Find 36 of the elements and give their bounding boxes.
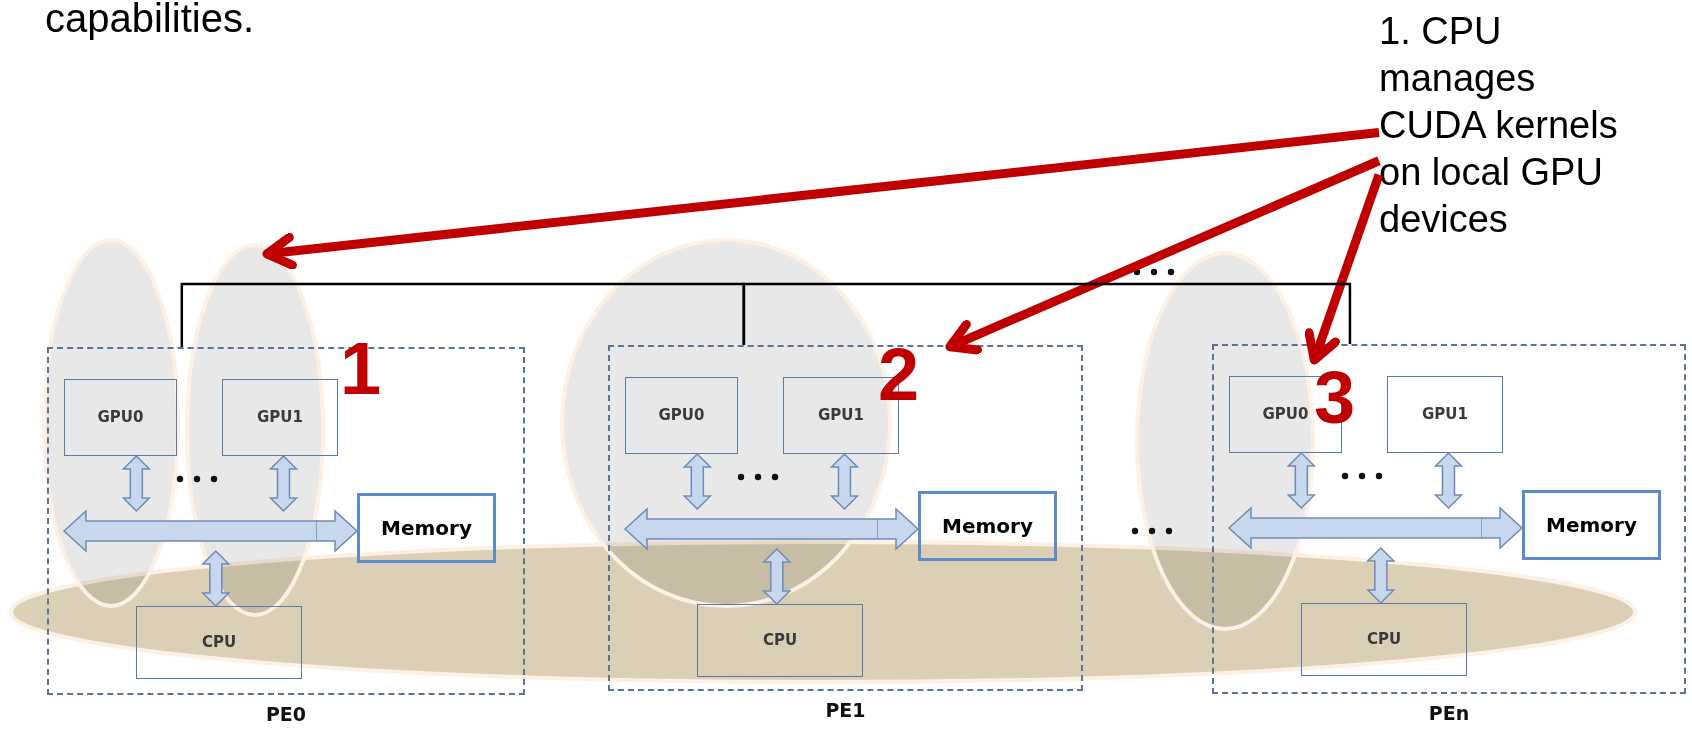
connector-line: [180, 282, 746, 347]
body-text: capabilities.: [45, 0, 254, 40]
connector-line: [945, 156, 1381, 355]
annotation-text: 1. CPU manages CUDA kernels on local GPU devices: [1379, 9, 1619, 242]
cpu-box: CPU: [136, 606, 302, 679]
arrowhead: [316, 509, 359, 553]
callout-number: 1: [340, 332, 382, 406]
double-arrow: [268, 454, 299, 513]
double-arrow: [1366, 546, 1396, 605]
double-arrow: [762, 547, 792, 606]
double-arrow: [829, 452, 860, 511]
cpu-box: CPU: [1301, 603, 1467, 676]
connector-line: [262, 128, 1380, 270]
gpu-box: GPU1: [222, 379, 338, 456]
arrowhead: [877, 507, 920, 551]
memory-box: Memory: [1522, 490, 1661, 560]
double-arrow: [121, 454, 152, 513]
double-arrow: [201, 549, 231, 608]
gpu-box: GPU0: [64, 379, 177, 456]
arrowhead: [1481, 506, 1524, 550]
gpu-box: GPU1: [1387, 376, 1503, 453]
pe-label: PEn: [1428, 704, 1470, 723]
pe-label: PE1: [825, 701, 866, 720]
memory-box: Memory: [357, 493, 496, 563]
gpu-box: GPU0: [625, 377, 738, 454]
pe-label: PE0: [265, 705, 307, 724]
connector-line: [742, 282, 1352, 345]
double-arrow: [1286, 451, 1317, 510]
cpu-box: CPU: [697, 604, 863, 677]
memory-box: Memory: [918, 491, 1057, 561]
double-arrow: [1433, 451, 1464, 510]
bus-bar: [625, 509, 878, 549]
connector-line: [1304, 173, 1384, 365]
double-arrow: [682, 452, 713, 511]
bus-bar: [64, 511, 317, 551]
bus-bar: [1229, 508, 1482, 548]
